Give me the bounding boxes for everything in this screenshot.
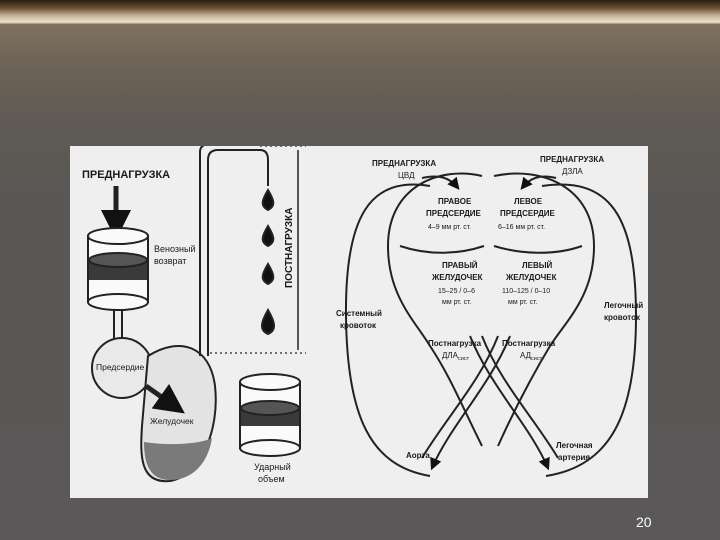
venous-return-label-2: возврат [154, 256, 186, 266]
atrium-label: Предсердие [96, 362, 145, 372]
systemic-circulation-label-2: кровоток [340, 321, 377, 330]
left-ventricle-pressure-1: 110–125 / 0–10 [502, 288, 550, 295]
stroke-volume-label-2: объем [258, 474, 285, 484]
afterload-label: ПОСТНАГРУЗКА [284, 207, 295, 288]
diagram-svg: ПРЕДНАГРУЗКА Венозный возврат ПОСТНАГРУЗ… [82, 146, 643, 484]
circulation-diagram [344, 172, 638, 477]
slide-page-number: 20 [636, 514, 652, 530]
aorta-vessel [430, 335, 511, 471]
pulmonary-circulation-label-2: кровоток [604, 313, 641, 322]
left-ventricle-pressure-2: мм рт. ст. [508, 299, 538, 306]
pulmonary-artery-label-1: Легочная [556, 441, 593, 450]
left-atrium-pressure: 6–16 мм рт. ст. [498, 224, 545, 231]
left-ventricle-label-2: ЖЕЛУДОЧЕК [505, 273, 557, 282]
left-atrium-label-1: ЛЕВОЕ [514, 197, 543, 206]
afterload-pap-label-1: Постнагрузка [428, 339, 482, 348]
decorative-top-band [0, 0, 720, 24]
ventricle-fill [144, 438, 212, 480]
pulmonary-loop [541, 183, 638, 477]
stroke-volume-label-1: Ударный [254, 462, 291, 472]
ventricle-label: Желудочек [150, 416, 194, 426]
preload-pcwp-label-1: ПРЕДНАГРУЗКА [540, 155, 604, 164]
stroke-volume-beaker [239, 373, 301, 457]
right-ventricle-pressure-2: мм рт. ст. [442, 299, 472, 306]
venous-reservoir [87, 227, 149, 311]
preload-cvp-label-2: ЦВД [398, 171, 415, 180]
left-heart-outline [493, 172, 596, 447]
right-atrium-pressure: 4–9 мм рт. ст. [428, 224, 471, 231]
drop-3 [261, 262, 275, 286]
preload-label: ПРЕДНАГРУЗКА [82, 169, 170, 181]
atrium-ventricle-arrow [144, 383, 185, 414]
right-av-divider [399, 245, 485, 254]
right-atrium-label-1: ПРАВОЕ [438, 197, 472, 206]
pulmonary-artery-vessel [469, 335, 550, 471]
left-ventricle-label-1: ЛЕВЫЙ [522, 261, 553, 270]
afterload-pap-label-2: ДЛАсист [442, 351, 470, 362]
drop-1 [261, 188, 275, 212]
right-heart-outline [386, 172, 483, 447]
left-atrium-label-2: ПРЕДСЕРДИЕ [500, 209, 556, 218]
preload-pcwp-label-2: ДЗЛА [562, 167, 583, 176]
systemic-loop [344, 183, 431, 477]
outflow-tube [199, 146, 269, 356]
pulmonary-circulation-label-1: Легочный [604, 301, 643, 310]
cvp-inflow-arrow [421, 175, 460, 190]
pulm-vessel-inner [481, 335, 559, 459]
afterload-bp-label-2: АДсист [520, 351, 543, 362]
reservoir-tube [113, 309, 123, 338]
drop-4 [261, 308, 275, 336]
pulmonary-artery-label-2: артерия [558, 453, 590, 462]
systemic-circulation-label-1: Системный [336, 309, 382, 318]
preload-cvp-label-1: ПРЕДНАГРУЗКА [372, 159, 436, 168]
right-ventricle-label-1: ПРАВЫЙ [442, 261, 478, 270]
hydraulic-model [87, 146, 306, 483]
cardiac-diagram-figure: ПРЕДНАГРУЗКА Венозный возврат ПОСТНАГРУЗ… [70, 146, 648, 498]
right-ventricle-pressure-1: 15–25 / 0–6 [438, 288, 475, 295]
drop-2 [261, 224, 275, 248]
afterload-bp-label-1: Постнагрузка [502, 339, 556, 348]
aorta-label: Аорта [406, 451, 430, 460]
venous-return-label-1: Венозный [154, 244, 195, 254]
aorta-vessel-inner [421, 335, 499, 459]
right-ventricle-label-2: ЖЕЛУДОЧЕК [431, 273, 483, 282]
right-atrium-label-2: ПРЕДСЕРДИЕ [426, 209, 482, 218]
pcwp-inflow-arrow [520, 175, 557, 190]
left-av-divider [493, 245, 583, 254]
